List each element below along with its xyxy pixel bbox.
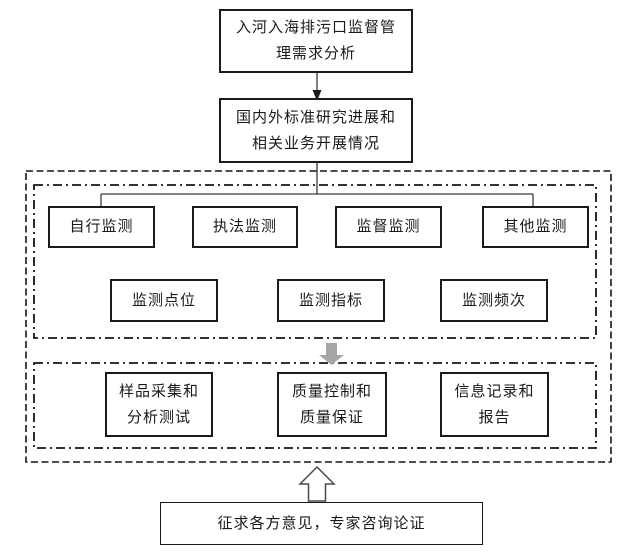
demand-analysis-box: 入河入海排污口监督管 理需求分析 <box>219 9 413 73</box>
other-monitoring-box: 其他监测 <box>482 206 589 248</box>
supervision-monitoring-label: 监督监测 <box>356 219 421 235</box>
implementation-section-frame <box>33 362 597 449</box>
outer-dashed-frame <box>25 170 612 463</box>
monitoring-indicators-box: 监测指标 <box>277 279 385 322</box>
standards-research-text-line1: 国内外标准研究进展和 <box>235 109 396 126</box>
monitoring-section-frame <box>33 184 597 339</box>
quality-control-box: 质量控制和 质量保证 <box>277 372 387 437</box>
enforcement-monitoring-label: 执法监测 <box>212 219 277 235</box>
gray-down-arrow <box>319 343 344 365</box>
sample-collection-text-line1: 样品采集和 <box>118 383 199 400</box>
demand-analysis-text-line2: 理需求分析 <box>275 46 356 62</box>
information-recording-box: 信息记录和 报告 <box>440 372 549 437</box>
quality-control-text-line2: 质量保证 <box>299 409 364 426</box>
enforcement-monitoring-box: 执法监测 <box>192 206 298 248</box>
demand-to-standards-arrowhead <box>312 90 322 101</box>
standards-research-box: 国内外标准研究进展和 相关业务开展情况 <box>219 98 413 163</box>
quality-control-text-line1: 质量控制和 <box>291 383 372 400</box>
monitoring-points-box: 监测点位 <box>110 279 218 322</box>
monitoring-indicators-label: 监测指标 <box>298 292 363 309</box>
sample-collection-text-line2: 分析测试 <box>126 409 191 426</box>
demand-analysis-text-line1: 入河入海排污口监督管 <box>235 20 396 36</box>
monitoring-points-label: 监测点位 <box>131 292 196 309</box>
supervision-monitoring-box: 监督监测 <box>335 206 442 248</box>
hollow-up-arrow <box>298 465 336 502</box>
other-monitoring-label: 其他监测 <box>503 219 568 235</box>
monitoring-frequency-label: 监测频次 <box>461 292 526 309</box>
self-monitoring-label: 自行监测 <box>69 219 134 235</box>
consultation-label: 征求各方意见，专家咨询论证 <box>217 515 426 532</box>
consultation-box: 征求各方意见，专家咨询论证 <box>160 502 483 545</box>
monitoring-frequency-box: 监测频次 <box>440 279 548 322</box>
information-recording-text-line2: 报告 <box>478 409 511 426</box>
information-recording-text-line1: 信息记录和 <box>454 383 535 400</box>
self-monitoring-box: 自行监测 <box>48 206 155 248</box>
sample-collection-box: 样品采集和 分析测试 <box>105 372 213 437</box>
standards-research-text-line2: 相关业务开展情况 <box>251 135 380 152</box>
